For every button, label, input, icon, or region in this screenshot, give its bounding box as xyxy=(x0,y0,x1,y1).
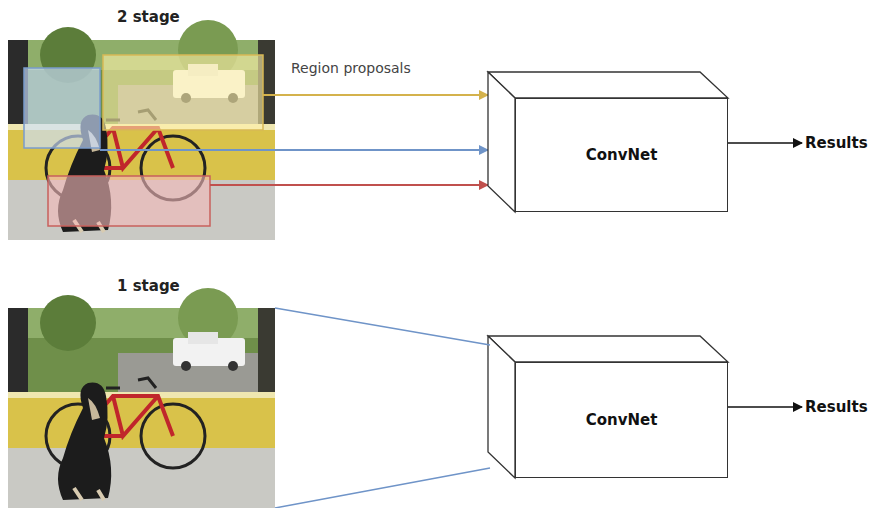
node-text: Results xyxy=(805,398,868,416)
result-label: Results xyxy=(803,132,870,154)
section-title: 1 stage xyxy=(117,277,180,295)
result-label: Results xyxy=(803,396,870,418)
node-text: Results xyxy=(805,134,868,152)
arrow-label: Region proposals xyxy=(291,60,411,76)
convnet-box: ConvNet xyxy=(515,362,728,478)
convnet-box: ConvNet xyxy=(515,98,728,212)
arrow-connector xyxy=(728,406,802,407)
section-title: 2 stage xyxy=(117,8,180,26)
node-text: ConvNet xyxy=(586,411,658,429)
node-text: ConvNet xyxy=(586,146,658,164)
arrow-connector xyxy=(728,142,802,143)
